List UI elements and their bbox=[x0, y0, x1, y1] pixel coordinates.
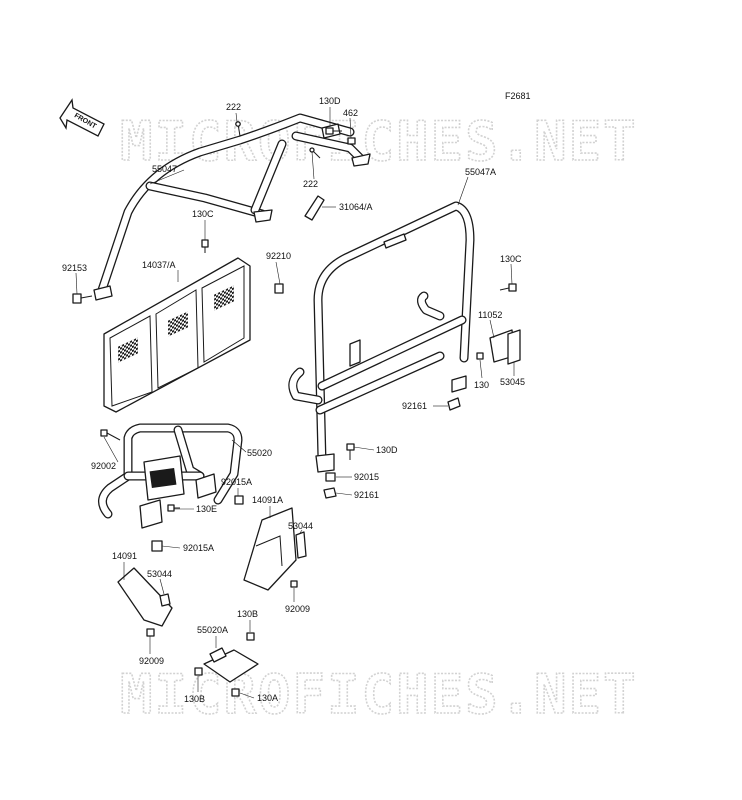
plate-55020a bbox=[203, 647, 259, 683]
pad-53044-right-icon bbox=[295, 531, 307, 559]
label-92015a-top: 92015A bbox=[221, 477, 252, 487]
label-92153: 92153 bbox=[62, 263, 87, 273]
bolt-130c-right-icon bbox=[499, 283, 517, 292]
label-14091: 14091 bbox=[112, 551, 137, 561]
bolt-130d-bottom-icon bbox=[346, 443, 355, 460]
washer-92015-icon bbox=[325, 472, 336, 482]
label-462: 462 bbox=[343, 108, 358, 118]
figure-code: F2681 bbox=[505, 91, 531, 101]
roll-bar-55047 bbox=[93, 113, 371, 301]
label-55047: 55047 bbox=[152, 164, 177, 174]
label-53044-right: 53044 bbox=[288, 521, 313, 531]
bolt-130e-icon bbox=[167, 504, 180, 512]
clip-92161-top-icon bbox=[447, 397, 461, 411]
watermark-bottom: MICROFICHES.NET bbox=[120, 663, 638, 726]
bolt-92002-icon bbox=[100, 429, 121, 441]
label-130b-top: 130B bbox=[237, 609, 258, 619]
label-92161-top: 92161 bbox=[402, 401, 427, 411]
guard-14091a bbox=[243, 507, 297, 591]
label-92210: 92210 bbox=[266, 251, 291, 261]
bolt-130-icon bbox=[476, 352, 484, 360]
nut-462-icon bbox=[347, 137, 356, 145]
label-130: 130 bbox=[474, 380, 489, 390]
roll-bar-55047a bbox=[288, 201, 475, 473]
label-55020a: 55020A bbox=[197, 625, 228, 635]
front-direction-arrow-icon: FRONT bbox=[59, 98, 105, 137]
label-130b-bottom: 130B bbox=[184, 694, 205, 704]
label-92009-right: 92009 bbox=[285, 604, 310, 614]
label-130a: 130A bbox=[257, 693, 278, 703]
bolt-92009-left-icon bbox=[146, 628, 155, 637]
label-92002: 92002 bbox=[91, 461, 116, 471]
pad-53044-left-icon bbox=[159, 593, 171, 607]
rear-screen-14037a bbox=[103, 257, 251, 413]
label-130e: 130E bbox=[196, 504, 217, 514]
label-92015a-bottom: 92015A bbox=[183, 543, 214, 553]
label-92161-bottom: 92161 bbox=[354, 490, 379, 500]
bolt-130b-top-icon bbox=[246, 632, 255, 641]
bolt-92153-icon bbox=[72, 293, 93, 304]
label-92009-left: 92009 bbox=[139, 656, 164, 666]
part-labels: 222 130D 462 55047 222 31064/A 55047A 13… bbox=[62, 96, 525, 704]
bracket-31064a-icon bbox=[304, 195, 325, 221]
label-222: 222 bbox=[226, 102, 241, 112]
bolt-130b-bottom-icon bbox=[194, 667, 203, 676]
bolt-130c-left-icon bbox=[201, 239, 209, 253]
clip-92161-bottom-icon bbox=[323, 487, 337, 499]
guard-14091 bbox=[117, 567, 173, 627]
leader-lines bbox=[75, 107, 515, 699]
label-11052: 11052 bbox=[478, 310, 502, 320]
label-130c-left: 130C bbox=[192, 209, 214, 219]
nut-92015a-bottom-icon bbox=[151, 540, 163, 552]
label-55047a: 55047A bbox=[465, 167, 496, 177]
label-130d-top: 130D bbox=[319, 96, 341, 106]
watermark-top: MICROFICHES.NET bbox=[120, 110, 638, 173]
label-31064a: 31064/A bbox=[339, 202, 373, 212]
label-53045: 53045 bbox=[500, 377, 525, 387]
bolt-130d-top-icon bbox=[325, 127, 342, 135]
nut-92210-icon bbox=[274, 283, 284, 294]
front-bumper-55020 bbox=[98, 423, 243, 529]
label-222b: 222 bbox=[303, 179, 318, 189]
label-14091a: 14091A bbox=[252, 495, 283, 505]
label-14037a: 14037/A bbox=[142, 260, 176, 270]
label-130d-bottom: 130D bbox=[376, 445, 398, 455]
bolt-92009-right-icon bbox=[290, 580, 298, 588]
label-130c-right: 130C bbox=[500, 254, 522, 264]
bolt-130a-icon bbox=[231, 688, 240, 697]
label-55020: 55020 bbox=[247, 448, 272, 458]
nut-92015a-top-icon bbox=[234, 495, 244, 505]
bolt-222b-icon bbox=[309, 147, 321, 159]
bolt-222-icon bbox=[235, 121, 241, 137]
bracket-53045-icon bbox=[507, 329, 521, 365]
label-53044-left: 53044 bbox=[147, 569, 172, 579]
label-92015: 92015 bbox=[354, 472, 379, 482]
